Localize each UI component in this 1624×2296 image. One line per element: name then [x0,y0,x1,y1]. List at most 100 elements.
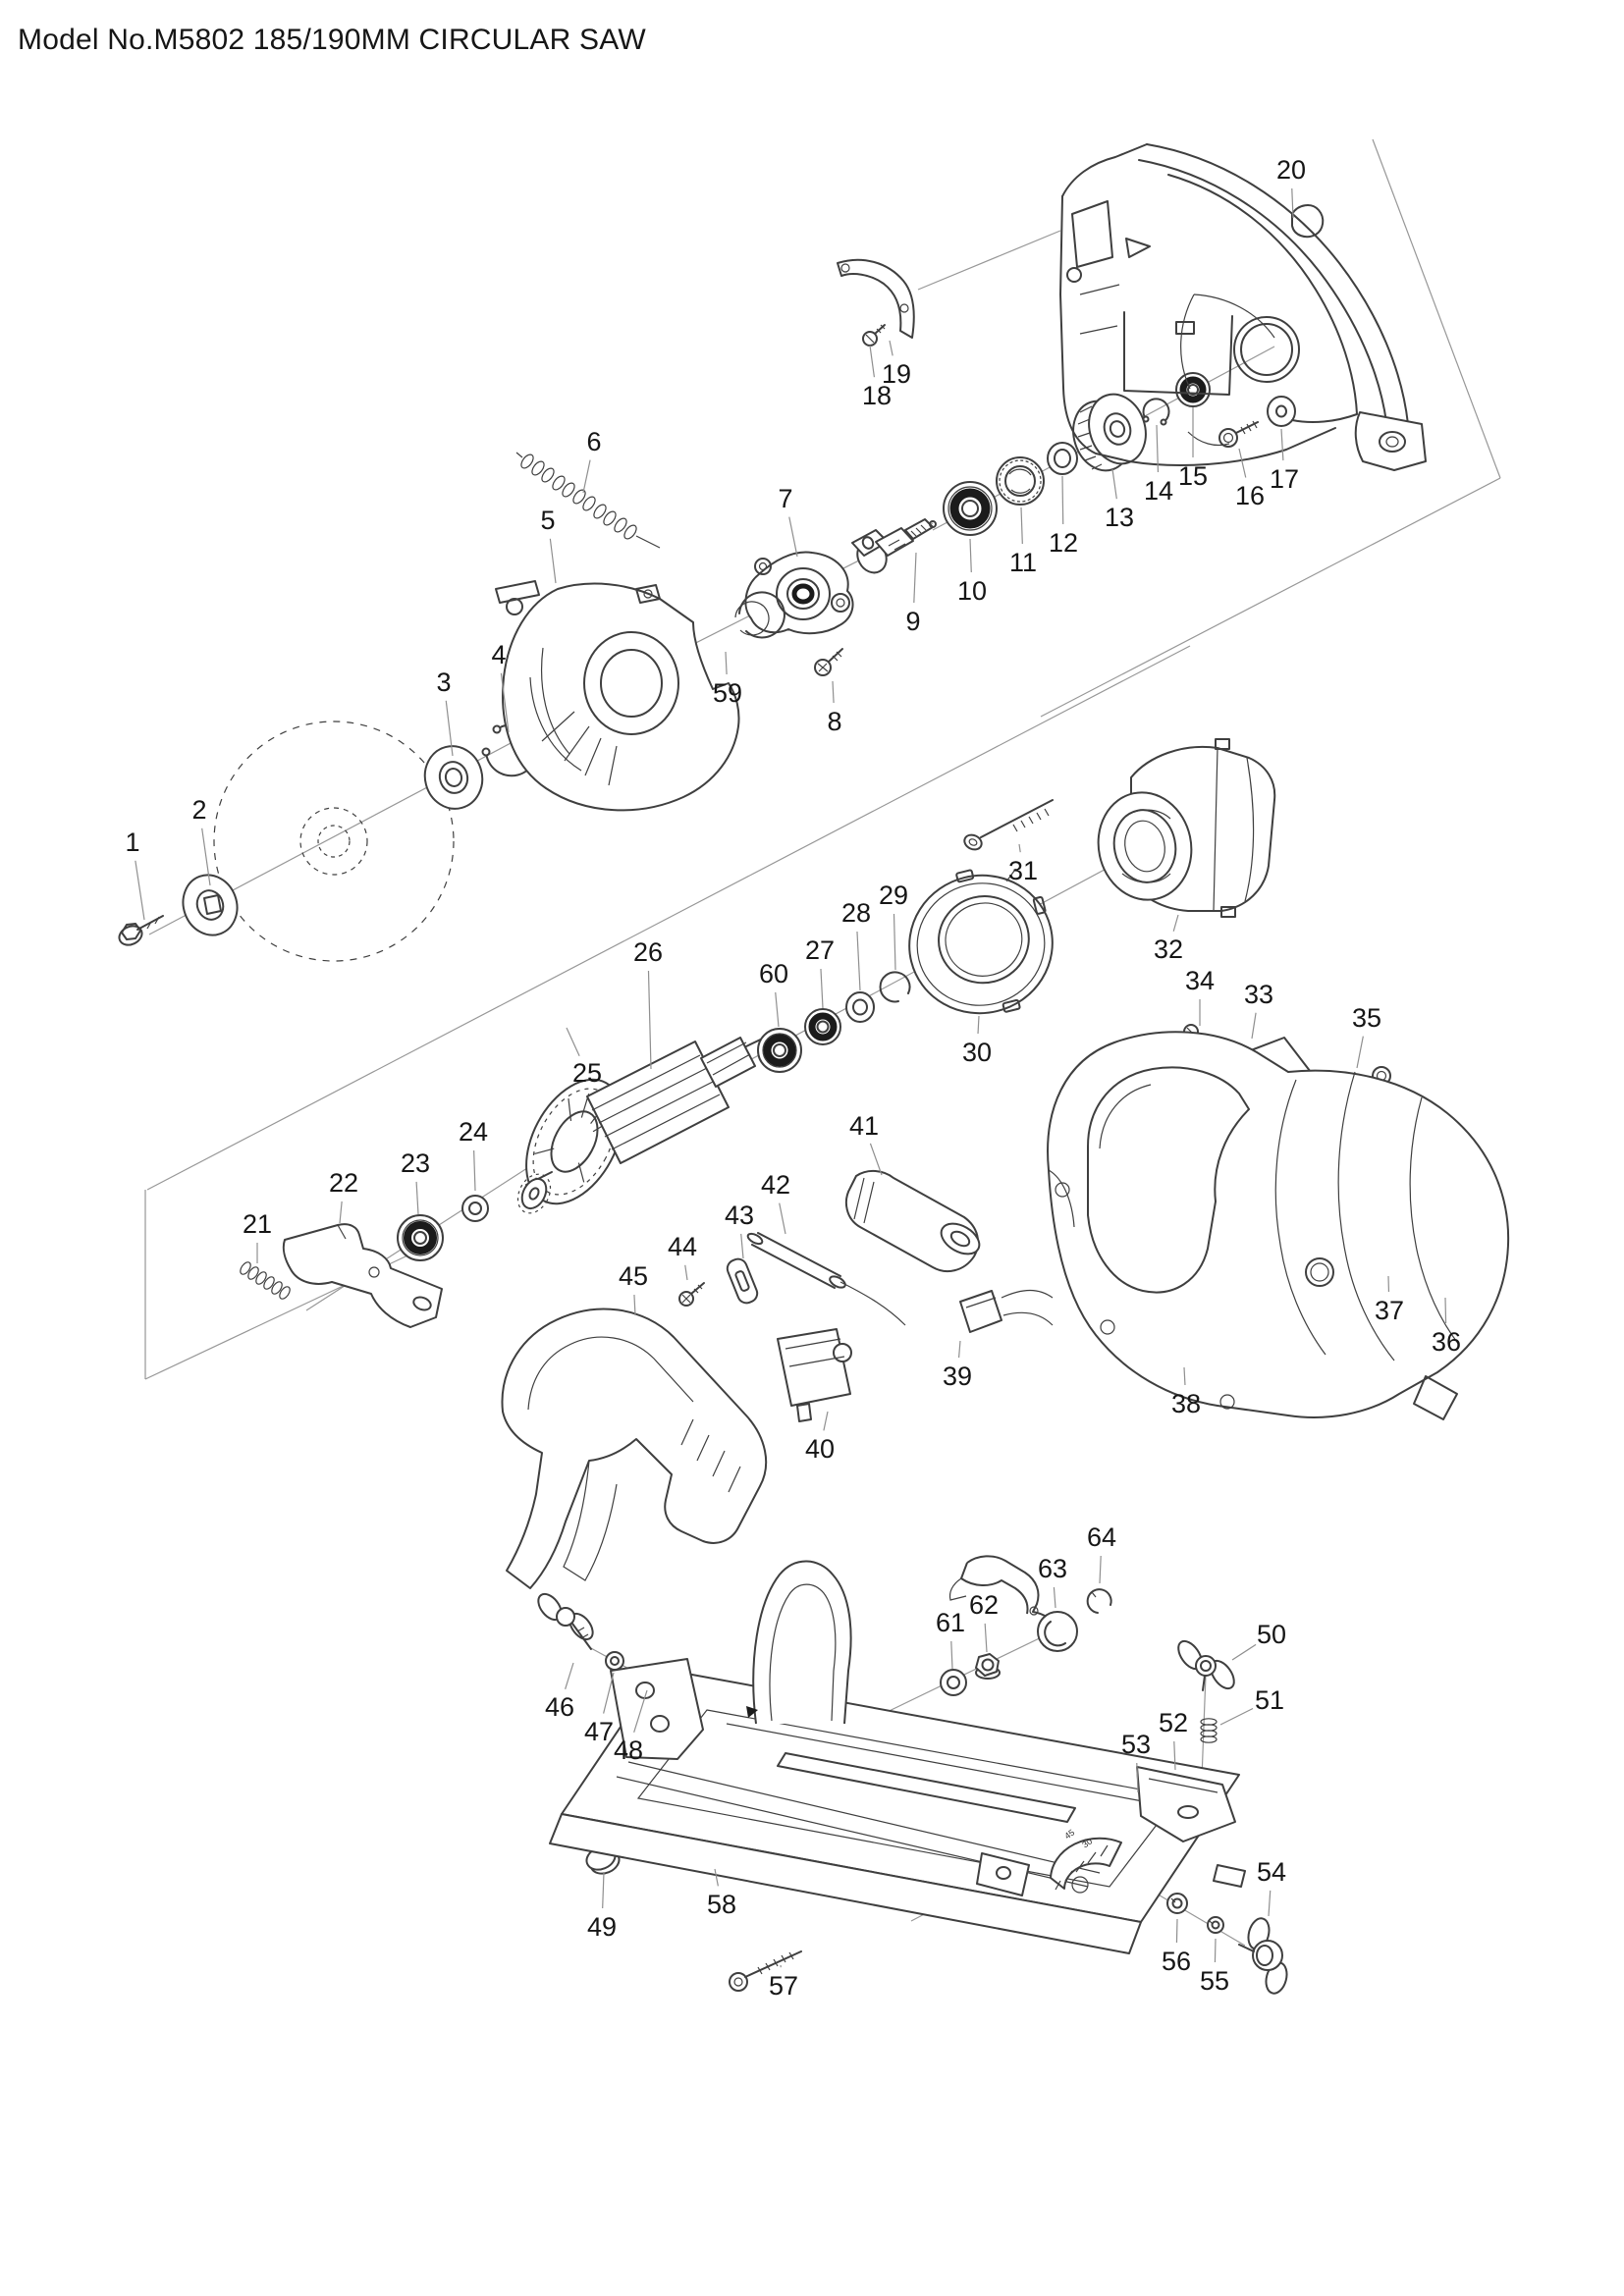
part-19-shape [837,258,915,339]
leader-line-61 [950,1640,953,1670]
leader-line-47 [603,1672,615,1714]
callout-number-29: 29 [879,881,908,910]
leader-line-36 [1444,1297,1447,1324]
part-24-shape [461,1195,489,1222]
leader-line-60 [775,991,780,1028]
part-54-shape [1238,1917,1288,1995]
part-21-shape [240,1261,291,1300]
part-63-shape [948,1555,1078,1652]
part-55-shape [1207,1916,1224,1934]
part-43-shape [726,1257,759,1305]
part-51-shape [1200,1718,1218,1743]
leader-line-42 [779,1202,786,1235]
part-56-shape [1166,1893,1188,1914]
leader-line-2 [201,828,211,886]
page-title: Model No.M5802 185/190MM CIRCULAR SAW [18,24,646,56]
leader-line-27 [820,968,824,1009]
leader-line-32 [1172,914,1179,932]
leader-line-54 [1268,1890,1272,1917]
leader-line-20 [1291,187,1294,219]
callout-number-55: 55 [1200,1966,1229,1996]
callout-number-24: 24 [459,1117,488,1147]
callout-number-62: 62 [969,1590,999,1620]
callout-number-50: 50 [1257,1620,1286,1649]
leader-line-44 [684,1264,688,1281]
part-17-shape [1267,396,1296,427]
part-29-shape [879,971,911,1003]
callout-number-20: 20 [1276,155,1306,185]
part-7-shape [744,551,854,635]
leader-line-30 [977,1015,980,1035]
part-13-shape [1072,393,1147,472]
callout-number-60: 60 [759,959,788,988]
leader-line-11 [1020,507,1023,545]
callout-number-59: 59 [713,678,742,708]
callout-number-5: 5 [540,506,555,535]
part-40-shape [777,1328,852,1422]
part-32-shape [1097,738,1276,918]
leader-line-43 [740,1233,744,1259]
leader-line-55 [1214,1938,1217,1963]
leader-line-40 [823,1411,829,1431]
callout-number-49: 49 [587,1912,617,1942]
callout-number-54: 54 [1257,1857,1286,1887]
leader-line-26 [647,970,652,1070]
callout-number-45: 45 [619,1261,648,1291]
leader-line-41 [869,1143,883,1176]
leader-line-8 [832,680,835,704]
callout-number-1: 1 [125,828,139,857]
leader-line-22 [339,1201,343,1224]
part-28-shape [845,991,875,1023]
part-58-shape [549,1560,1246,1954]
part-27-shape [804,1008,841,1045]
part-60-shape [757,1028,802,1073]
callout-number-40: 40 [805,1434,835,1464]
part-64-shape [1086,1588,1112,1614]
callout-number-48: 48 [614,1735,643,1765]
leader-line-14 [1156,424,1160,473]
part-47-shape [605,1651,624,1671]
leader-line-5 [549,538,557,584]
callout-number-21: 21 [243,1209,272,1239]
part-5-shape [495,580,740,812]
part-3-shape [423,745,484,810]
leader-line-28 [856,931,861,991]
leader-line-9 [913,552,917,604]
part-62-shape [975,1653,1001,1680]
leader-line-59 [725,651,728,675]
callout-number-31: 31 [1008,856,1038,885]
leader-line-29 [893,913,896,971]
callout-number-32: 32 [1154,934,1183,964]
part-22-shape [282,1223,443,1328]
leader-line-58 [714,1868,719,1887]
callout-number-4: 4 [491,640,506,669]
leader-line-49 [602,1871,605,1909]
callout-number-9: 9 [905,607,920,636]
leader-line-4 [500,672,510,733]
callout-number-22: 22 [329,1168,358,1198]
part-59-shape [734,591,785,639]
leader-line-62 [984,1623,988,1653]
leader-line-56 [1175,1918,1178,1944]
part-2-shape [182,874,239,936]
part-41-shape [844,1170,981,1272]
part-15-shape [1175,372,1211,407]
callout-number-13: 13 [1105,503,1134,532]
callout-number-44: 44 [668,1232,697,1261]
part-18-shape [862,324,886,347]
leader-line-35 [1356,1036,1364,1069]
callout-number-63: 63 [1038,1554,1067,1583]
part-12-shape [1047,442,1078,475]
callout-number-57: 57 [769,1971,798,2001]
leader-line-17 [1280,428,1284,461]
leader-line-10 [969,538,972,573]
callout-number-37: 37 [1375,1296,1404,1325]
leader-line-48 [633,1689,648,1734]
saw-blade-dashed-circle [213,721,455,962]
part-1-shape [118,915,164,946]
callout-number-38: 38 [1171,1389,1201,1418]
callout-number-52: 52 [1159,1708,1188,1737]
callout-number-15: 15 [1178,461,1208,491]
